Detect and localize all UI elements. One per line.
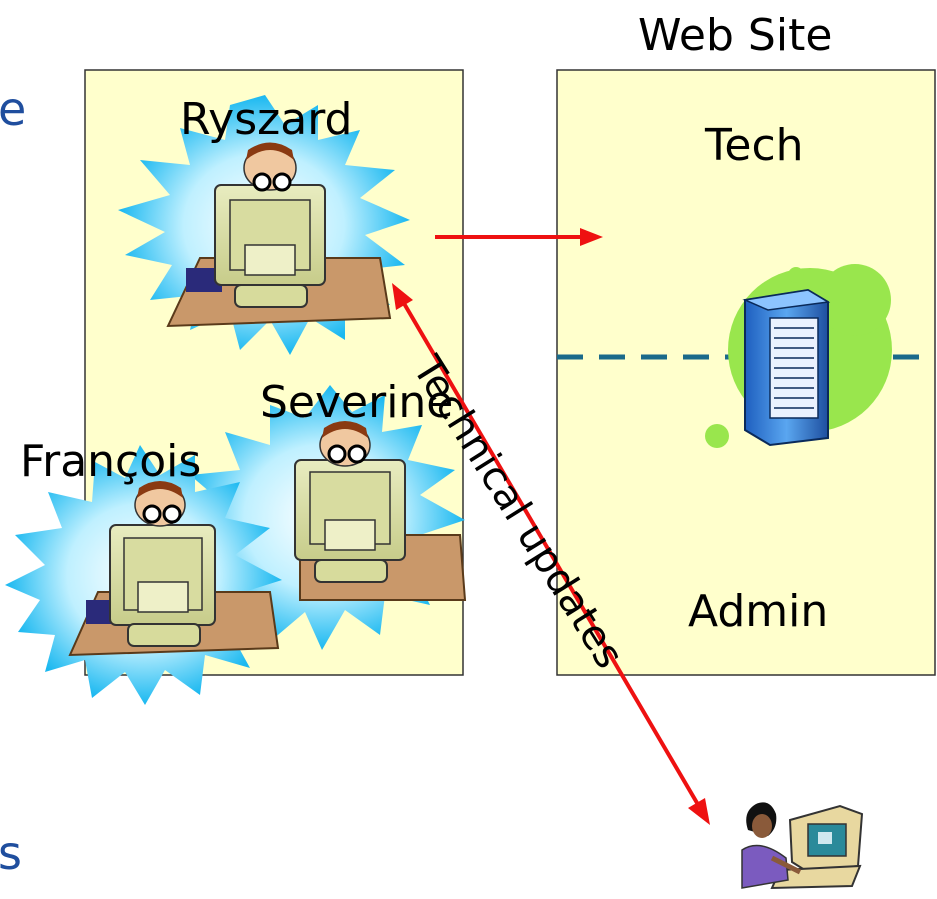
arrow-technical-updates (392, 283, 710, 825)
severine-label: Severine (260, 377, 454, 428)
programmer-francois-icon (5, 445, 282, 705)
ryszard-label: Ryszard (180, 94, 353, 145)
tech-label: Tech (705, 120, 804, 171)
admin-label: Admin (688, 586, 829, 637)
francois-label: François (20, 436, 202, 487)
remote-user-icon (741, 802, 864, 890)
edge-fragment-bottom: s (0, 826, 22, 880)
arrow-to-tech (435, 228, 603, 246)
website-title: Web Site (638, 10, 833, 61)
edge-fragment-top: e (0, 82, 27, 136)
programmer-ryszard-icon (118, 95, 410, 355)
server-icon (705, 264, 892, 448)
